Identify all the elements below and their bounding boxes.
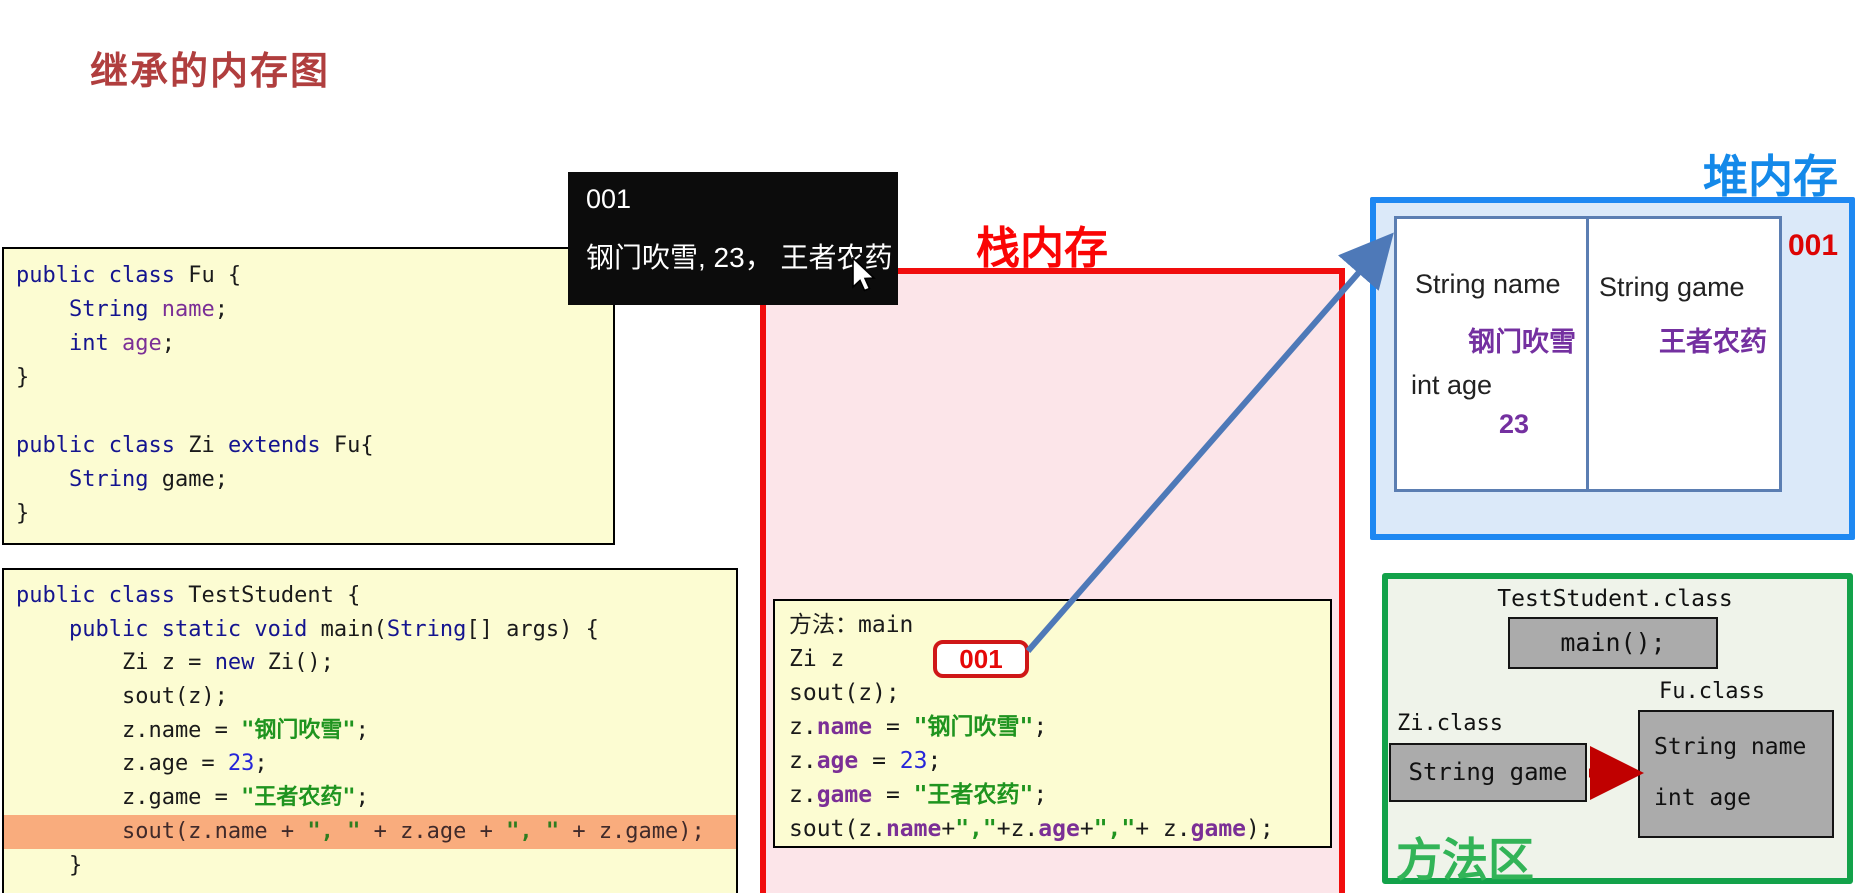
page-title: 继承的内存图	[90, 51, 331, 93]
stack-line: z.age = 23;	[789, 748, 942, 774]
code-line: }	[16, 365, 30, 390]
stack-memory-label: 栈内存	[976, 224, 1108, 273]
stack-line: sout(z);	[789, 680, 900, 706]
code-line: }	[16, 852, 83, 878]
fu-class-label: Fu.class	[1659, 679, 1765, 704]
zi-class-member-box: String game	[1389, 743, 1587, 802]
heap-value-name: 钢门吹雪	[1468, 327, 1576, 357]
heap-object-fu-cell: String name 钢门吹雪 int age 23	[1397, 219, 1589, 489]
heap-object-box: String name 钢门吹雪 int age 23 String game …	[1394, 216, 1782, 492]
stack-frame-box: 方法：main Zi z sout(z); z.name = "钢门吹雪"; z…	[773, 599, 1332, 848]
code-line: Zi z = new Zi();	[16, 650, 334, 676]
code-line: z.game = "王者农药";	[16, 785, 369, 811]
fu-zi-source-code-box: public class Fu { String name; int age; …	[2, 247, 615, 545]
code-line: public class TestStudent {	[16, 583, 361, 608]
code-line: String name;	[68, 297, 228, 322]
code-line: public class Zi extends Fu{	[16, 433, 374, 458]
console-output-tooltip: 001 钢门吹雪, 23， 王者农药	[568, 172, 898, 305]
stack-line: sout(z.name+","+z.age+","+ z.game);	[789, 816, 1274, 842]
stack-line: z.name = "钢门吹雪";	[789, 714, 1048, 740]
heap-object-zi-cell: String game 王者农药	[1589, 219, 1779, 489]
fu-class-member-box: String name int age	[1638, 710, 1834, 838]
code-line: z.age = 23;	[16, 751, 268, 777]
stack-line: 方法：main	[789, 612, 914, 638]
heap-field-game: String game	[1599, 272, 1745, 302]
zi-class-label: Zi.class	[1397, 711, 1503, 736]
teststudent-source-code-box: public class TestStudent { public static…	[2, 568, 738, 893]
heap-field-name: String name	[1415, 269, 1561, 299]
teststudent-class-label: TestStudent.class	[1497, 586, 1733, 612]
stack-line: z.game = "王者农药";	[789, 782, 1048, 808]
code-line: }	[16, 501, 30, 526]
heap-memory-label: 堆内存	[1703, 151, 1839, 202]
fu-member-name: String name	[1654, 734, 1807, 760]
code-line: z.name = "钢门吹雪";	[16, 717, 369, 743]
heap-object-address: 001	[1788, 229, 1839, 262]
stack-line: Zi z	[789, 646, 845, 672]
code-line: String game;	[68, 467, 228, 492]
heap-value-game: 王者农药	[1659, 327, 1767, 357]
code-line: public static void main(String[] args) {	[68, 616, 599, 642]
code-line: int age;	[68, 331, 175, 356]
heap-field-age: int age	[1411, 370, 1493, 400]
stack-reference-value-box: 001	[933, 640, 1029, 678]
code-line: public class Fu {	[16, 263, 242, 288]
code-line	[4, 395, 613, 429]
fu-member-age: int age	[1654, 785, 1751, 811]
console-output-values: 钢门吹雪, 23， 王者农药	[586, 242, 893, 273]
console-output-address: 001	[586, 184, 632, 214]
heap-value-age: 23	[1499, 409, 1530, 439]
main-method-box: main();	[1508, 617, 1718, 669]
code-line: sout(z);	[16, 684, 228, 710]
method-area-label: 方法区	[1396, 834, 1534, 886]
highlighted-code-line: sout(z.name + ", " + z.age + ", " + z.ga…	[4, 814, 736, 849]
